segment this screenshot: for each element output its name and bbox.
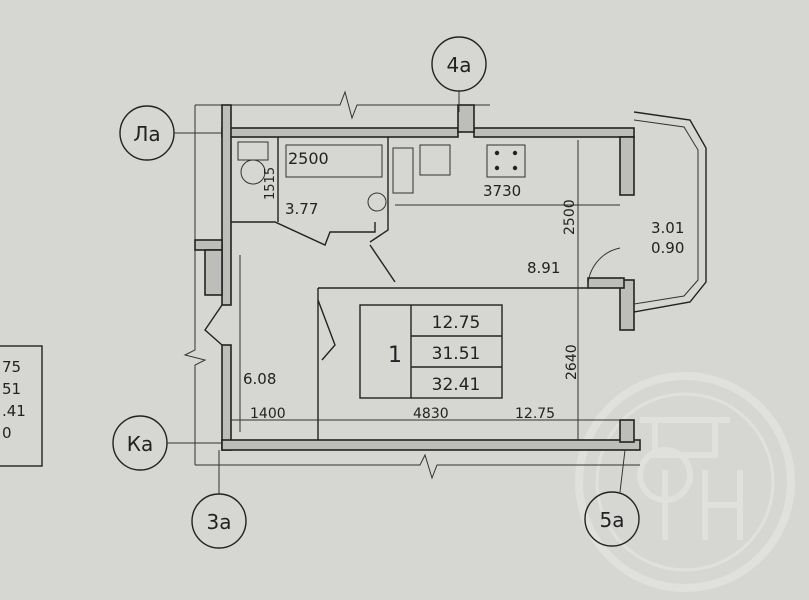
kitchen-sink [419,144,451,176]
area-summary-table: 1 12.75 31.51 32.41 [359,304,503,399]
dimension-labels: 2500 1515 3.77 3730 2500 8.91 3.01 0.90 … [243,149,684,422]
svg-text:12.75: 12.75 [432,313,481,333]
balcony [633,111,707,313]
svg-text:0.90: 0.90 [651,239,684,257]
axis-la: Ла [119,105,222,161]
outer-outline [183,90,640,480]
sink [367,192,387,212]
axis-4a: 4а [431,36,487,112]
partitions [204,137,621,440]
svg-text:1515: 1515 [263,167,278,200]
svg-text:0: 0 [2,424,12,442]
svg-text:31.51: 31.51 [432,344,481,364]
svg-text:2500: 2500 [288,149,329,168]
axis-ka: Ка [112,415,222,471]
axis-3a: 3а [191,450,247,549]
svg-text:1: 1 [388,343,402,368]
walls [194,104,641,451]
svg-text:.41: .41 [2,402,26,420]
bathtub [285,144,383,178]
svg-text:Ла: Ла [133,122,160,146]
svg-text:3.01: 3.01 [651,219,684,237]
svg-text:4830: 4830 [413,406,449,422]
axis-5a: 5а [584,449,640,547]
toilet-tank [237,141,269,161]
svg-text:5а: 5а [600,508,625,532]
svg-text:12.75: 12.75 [515,406,555,422]
svg-text:1400: 1400 [250,406,286,422]
svg-text:3.77: 3.77 [285,200,318,218]
svg-text:3730: 3730 [483,182,521,200]
toilet-bowl [240,159,266,185]
bathroom-fixtures [237,141,387,212]
svg-text:3а: 3а [207,510,232,534]
svg-text:2500: 2500 [562,199,578,235]
svg-text:32.41: 32.41 [432,375,481,395]
svg-text:51: 51 [2,380,21,398]
svg-text:2640: 2640 [564,344,580,380]
svg-text:8.91: 8.91 [527,259,560,277]
kitchen-fixtures [392,144,526,194]
fridge [392,147,414,194]
left-table-fragment: 75 51 .41 0 [0,345,43,467]
svg-text:Ка: Ка [127,432,153,456]
svg-text:6.08: 6.08 [243,370,276,388]
stove [486,144,526,178]
svg-text:75: 75 [2,358,21,376]
svg-text:4а: 4а [447,53,472,77]
watermark-logo [575,372,795,592]
